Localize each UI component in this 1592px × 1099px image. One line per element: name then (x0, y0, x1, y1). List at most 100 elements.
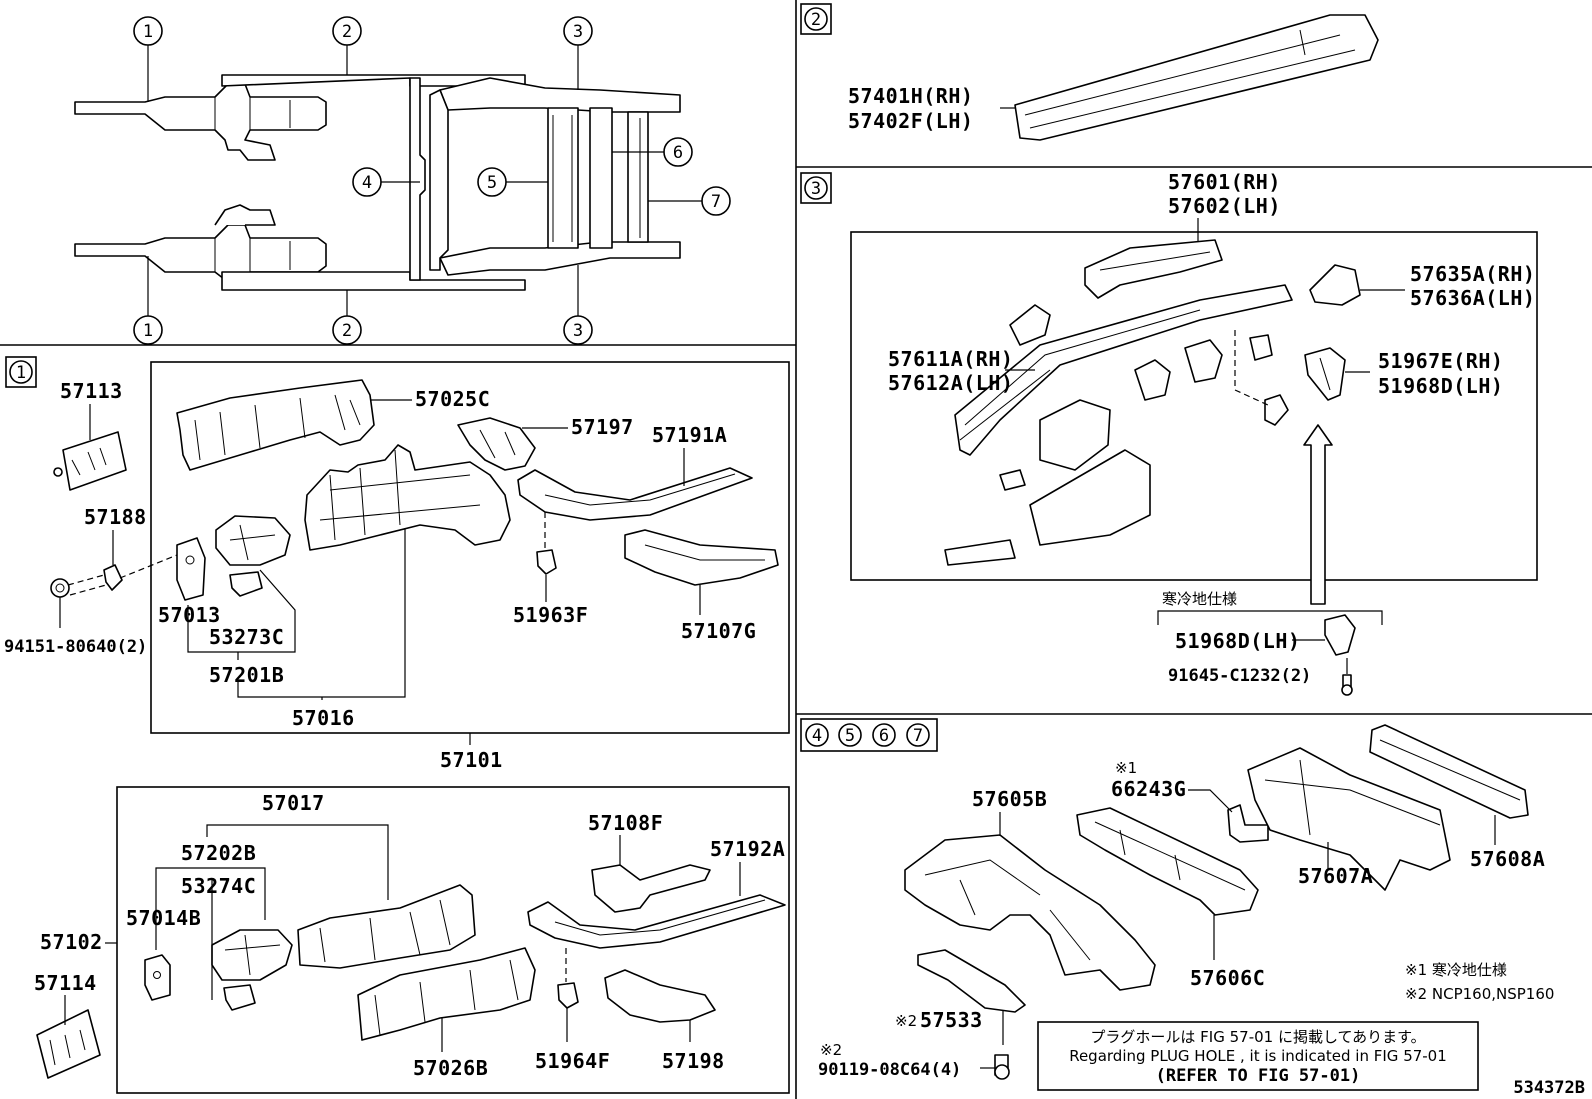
part-57197: 57197 (457, 415, 634, 471)
part-57202B: 57202B (181, 841, 256, 865)
section-1-marker: 1 (5, 356, 37, 388)
part-57533: ※2 57533 (895, 949, 1026, 1045)
svg-text:57107G: 57107G (681, 619, 756, 643)
svg-text:57601(RH): 57601(RH) (1168, 170, 1281, 194)
svg-text:57197: 57197 (571, 415, 634, 439)
overview-callout-1-top: 1 (133, 16, 163, 102)
svg-text:57108F: 57108F (588, 811, 663, 835)
part-57606C: 57606C (1076, 807, 1265, 990)
part-57017: 57017 (206, 791, 389, 900)
section-4567-marker: 4 5 6 7 (800, 718, 938, 752)
svg-text:57016: 57016 (292, 706, 355, 730)
svg-text:6: 6 (673, 143, 683, 163)
svg-text:57198: 57198 (662, 1049, 725, 1073)
part-57201B: 57201B (209, 652, 284, 687)
svg-text:1: 1 (16, 363, 26, 383)
svg-text:57025C: 57025C (415, 387, 490, 411)
section-2-marker: 2 (800, 3, 832, 35)
svg-text:1: 1 (143, 321, 153, 341)
svg-text:51968D(LH): 51968D(LH) (1378, 374, 1503, 398)
svg-text:※1 寒冷地仕様: ※1 寒冷地仕様 (1405, 961, 1507, 979)
svg-text:57201B: 57201B (209, 663, 284, 687)
overview-callout-3-bottom: 3 (563, 265, 593, 345)
part-94151-80640: 94151-80640(2) (4, 574, 147, 657)
section-3-marker: 3 (800, 172, 832, 204)
svg-text:53274C: 53274C (181, 874, 256, 898)
svg-text:3: 3 (573, 321, 583, 341)
svg-text:57605B: 57605B (972, 787, 1047, 811)
part-51963F: 51963F (513, 512, 588, 627)
part-57198: 57198 (604, 969, 725, 1073)
overview-frame-drawing (74, 74, 681, 291)
svg-text:53273C: 53273C (209, 625, 284, 649)
svg-text:7: 7 (913, 726, 923, 746)
svg-text:2: 2 (342, 321, 352, 341)
part-57016: 57016 (237, 444, 511, 730)
svg-text:534372B: 534372B (1513, 1078, 1585, 1098)
part-57608A: 57608A (1369, 724, 1545, 871)
part-57605B: 57605B (904, 787, 1156, 991)
svg-text:57606C: 57606C (1190, 966, 1265, 990)
part-51964F: 51964F (535, 948, 610, 1073)
svg-text:57612A(LH): 57612A(LH) (888, 371, 1013, 395)
part-57202B-bracket (211, 878, 293, 1011)
svg-text:57013: 57013 (158, 603, 221, 627)
svg-text:66243G: 66243G (1111, 777, 1186, 801)
svg-text:57602(LH): 57602(LH) (1168, 194, 1281, 218)
svg-text:90119-08C64(4): 90119-08C64(4) (818, 1060, 961, 1080)
svg-text:57017: 57017 (262, 791, 325, 815)
svg-text:57635A(RH): 57635A(RH) (1410, 262, 1535, 286)
svg-text:寒冷地仕様: 寒冷地仕様 (1162, 590, 1237, 608)
svg-text:57608A: 57608A (1470, 847, 1545, 871)
svg-text:91645-C1232(2): 91645-C1232(2) (1168, 666, 1311, 686)
svg-text:2: 2 (811, 10, 821, 30)
svg-text:57192A: 57192A (710, 837, 785, 861)
overview-callout-6: 6 (612, 137, 693, 167)
part-57026B: 57026B (357, 947, 536, 1080)
svg-text:51963F: 51963F (513, 603, 588, 627)
svg-text:1: 1 (143, 22, 153, 42)
svg-text:5: 5 (487, 173, 497, 193)
overview-callout-1-bottom: 1 (133, 256, 163, 345)
svg-text:57611A(RH): 57611A(RH) (888, 347, 1013, 371)
svg-text:プラグホールは FIG 57-01 に掲載してあります。: プラグホールは FIG 57-01 に掲載してあります。 (1090, 1028, 1425, 1046)
svg-text:57191A: 57191A (652, 423, 727, 447)
svg-text:51967E(RH): 51967E(RH) (1378, 349, 1503, 373)
part-57101: 57101 (440, 733, 502, 772)
arrow-up-icon (1303, 424, 1333, 605)
svg-text:57014B: 57014B (126, 906, 201, 930)
section-1-lower-box (116, 786, 790, 1094)
svg-text:57607A: 57607A (1298, 864, 1373, 888)
legend: ※1 寒冷地仕様 ※2 NCP160,NSP160 (1405, 961, 1554, 1003)
part-53274C: 53274C (155, 867, 266, 950)
part-57107G: 57107G (624, 529, 779, 643)
svg-text:6: 6 (879, 726, 889, 746)
svg-text:57533: 57533 (920, 1008, 983, 1032)
part-57013: 57013 (119, 537, 221, 627)
svg-text:7: 7 (711, 192, 721, 212)
part-57401H-57402F: 57401H(RH) 57402F(LH) (848, 14, 1379, 141)
overview-callouts: 1 1 2 2 3 3 4 (133, 16, 731, 345)
svg-text:57402F(LH): 57402F(LH) (848, 109, 973, 133)
svg-text:57188: 57188 (84, 505, 147, 529)
part-57611A-57612A: 57611A(RH) 57612A(LH) (888, 284, 1293, 456)
svg-text:※2: ※2 (895, 1012, 917, 1030)
overview-callout-2-top: 2 (332, 16, 362, 75)
part-57108F: 57108F (588, 811, 711, 913)
svg-text:57113: 57113 (60, 379, 123, 403)
part-57607A: 57607A (1247, 747, 1451, 891)
svg-text:※2 NCP160,NSP160: ※2 NCP160,NSP160 (1405, 985, 1554, 1003)
part-90119-08C64: ※2 90119-08C64(4) (818, 1041, 1010, 1080)
svg-text:4: 4 (362, 173, 372, 193)
part-66243G: ※1 66243G (1111, 759, 1269, 843)
part-57188: 57188 (84, 505, 147, 591)
svg-text:5: 5 (845, 726, 855, 746)
svg-text:Regarding PLUG HOLE , it is in: Regarding PLUG HOLE , it is indicated in… (1069, 1047, 1447, 1065)
svg-text:3: 3 (811, 179, 821, 199)
part-57113: 57113 (53, 379, 127, 491)
section-3-small-brackets (944, 304, 1289, 566)
svg-text:57114: 57114 (34, 971, 97, 995)
overview-callout-2-bottom: 2 (332, 290, 362, 345)
svg-text:57401H(RH): 57401H(RH) (848, 84, 973, 108)
